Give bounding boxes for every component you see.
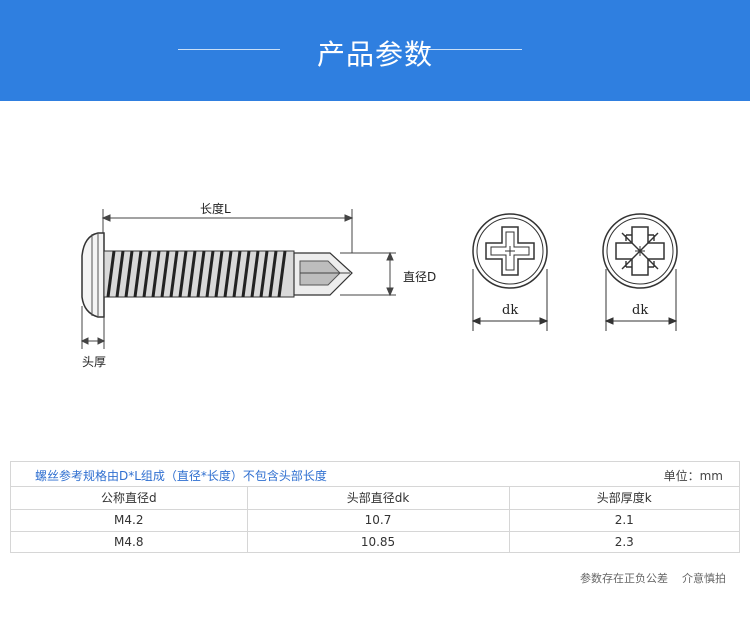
header-nominal-diameter: 公称直径d [11, 487, 248, 510]
diameter-label: 直径D [403, 270, 437, 284]
cell-head-thickness: 2.3 [614, 535, 634, 550]
tolerance-note: 参数存在正负公差 [580, 572, 668, 585]
table-row: M4.2 10.7 2.1 [11, 509, 739, 532]
phillips-head-top-view [471, 213, 549, 331]
diameter-dimension [340, 251, 396, 297]
table-row: M4.8 10.85 2.3 [11, 531, 739, 553]
spec-note: 螺丝参考规格由D*L组成（直径*长度）不包含头部长度 [35, 469, 327, 483]
unit-label: 单位：mm [663, 469, 723, 483]
spec-table: 公称直径d 头部直径dk 头部厚度k M4.2 10.7 2.1 M4.8 10… [11, 487, 739, 553]
head-thickness-dimension [80, 306, 106, 349]
header-head-diameter: 头部直径dk [247, 487, 510, 510]
head-thickness-label: 头厚 [82, 355, 107, 369]
title-left-rule [178, 49, 280, 50]
cell-head-diameter: 10.85 [247, 531, 510, 553]
screw-side-view [81, 232, 353, 318]
spec-header: 螺丝参考规格由D*L组成（直径*长度）不包含头部长度 单位：mm [11, 462, 739, 487]
cell-nominal-diameter: M4.2 [11, 509, 248, 532]
cell-nominal-diameter: M4.8 [11, 531, 248, 553]
caution-note: 介意慎拍 [682, 572, 726, 585]
screw-drawing-svg [80, 209, 678, 349]
cell-head-diameter: 10.7 [247, 509, 510, 532]
thread-lines [106, 250, 287, 298]
dk-label-phillips: dk [502, 303, 519, 318]
dk-label-pozidriv: dk [632, 303, 649, 318]
length-dimension [101, 209, 354, 253]
screw-technical-drawing: 长度L 直径D 头厚 dk dk [0, 101, 750, 441]
page-title: 产品参数 [316, 38, 433, 71]
header-head-thickness: 头部厚度k [509, 487, 739, 510]
spec-table-header-row: 公称直径d 头部直径dk 头部厚度k [11, 487, 739, 510]
title-right-rule [420, 49, 522, 50]
pozidriv-head-top-view [602, 213, 678, 331]
spec-table-panel: 螺丝参考规格由D*L组成（直径*长度）不包含头部长度 单位：mm 公称直径d 头… [10, 461, 740, 553]
length-label: 长度L [200, 202, 231, 216]
cell-head-thickness: 2.1 [509, 509, 739, 532]
header-banner: 产品参数 [0, 0, 750, 101]
